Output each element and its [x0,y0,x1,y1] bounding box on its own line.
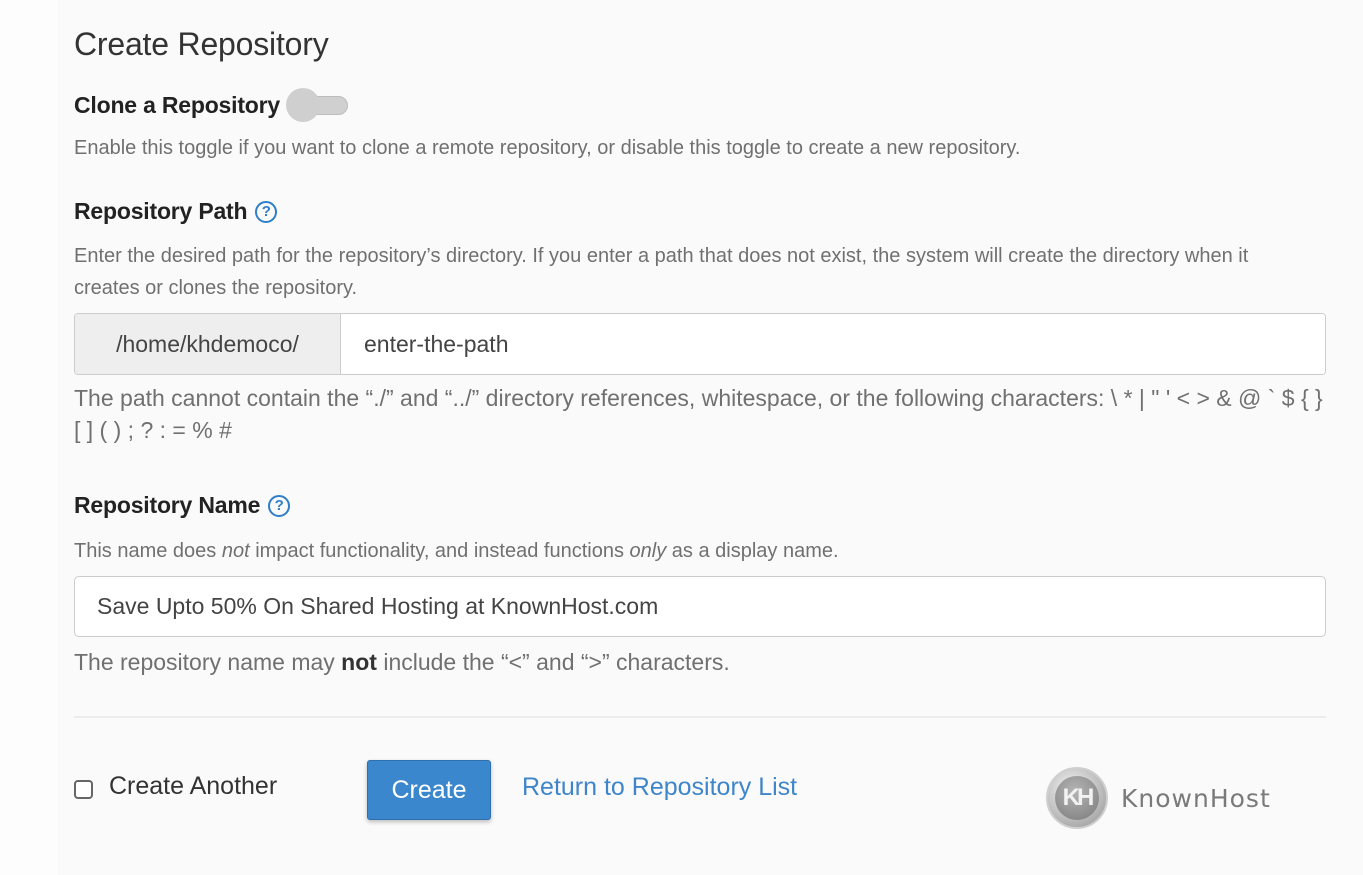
knownhost-logo-mark-icon: KH [1046,767,1108,829]
logo-wordmark: KnownHost [1121,783,1271,813]
help-text-emphasis: only [629,540,667,562]
page-title: Create Repository [74,26,329,62]
clone-repository-toggle[interactable] [286,88,348,122]
repository-name-input[interactable] [74,576,1326,637]
clone-repository-label: Clone a Repository [74,91,280,118]
left-gutter [0,0,58,875]
repository-path-label: Repository Path [74,198,248,224]
knownhost-logo: KH KnownHost [1046,767,1271,829]
clone-repository-row: Clone a Repository [74,88,348,122]
question-circle-icon[interactable]: ? [255,200,278,223]
form-divider [74,716,1326,718]
help-text-part: impact functionality, and instead functi… [249,540,630,562]
rule-text-bold: not [341,649,377,675]
question-circle-icon[interactable]: ? [268,494,291,517]
help-text-part: as a display name. [666,540,839,562]
help-text-part: This name does [74,540,222,562]
rule-text-part: The repository name may [74,649,342,675]
rule-text-part: include the “<” and “>” characters. [376,649,730,675]
create-another-checkbox[interactable] [74,780,93,799]
repository-path-input-group: /home/khdemoco/ [74,313,1326,375]
create-another-checkbox-row[interactable]: Create Another [74,772,277,801]
clone-help-text: Enable this toggle if you want to clone … [74,137,1021,159]
repository-name-help-text: This name does not impact functionality,… [74,535,839,567]
path-prefix-addon: /home/khdemoco/ [75,314,341,374]
repository-name-label: Repository Name [74,492,261,518]
repository-path-label-row: Repository Path ? [74,198,278,225]
repository-name-label-row: Repository Name ? [74,492,291,519]
repository-path-input[interactable] [341,314,1325,374]
repository-name-rule-text: The repository name may not include the … [74,646,730,678]
toggle-knob [286,88,320,122]
repository-path-help-text: Enter the desired path for the repositor… [74,245,1249,299]
help-text-emphasis: not [221,540,250,562]
create-another-label: Create Another [109,772,278,800]
logo-mark-text: KH [1055,776,1099,820]
repository-path-rules-text: The path cannot contain the “./” and “..… [74,385,1323,443]
create-button[interactable]: Create [367,760,491,820]
return-to-repository-list-link[interactable]: Return to Repository List [522,773,798,801]
